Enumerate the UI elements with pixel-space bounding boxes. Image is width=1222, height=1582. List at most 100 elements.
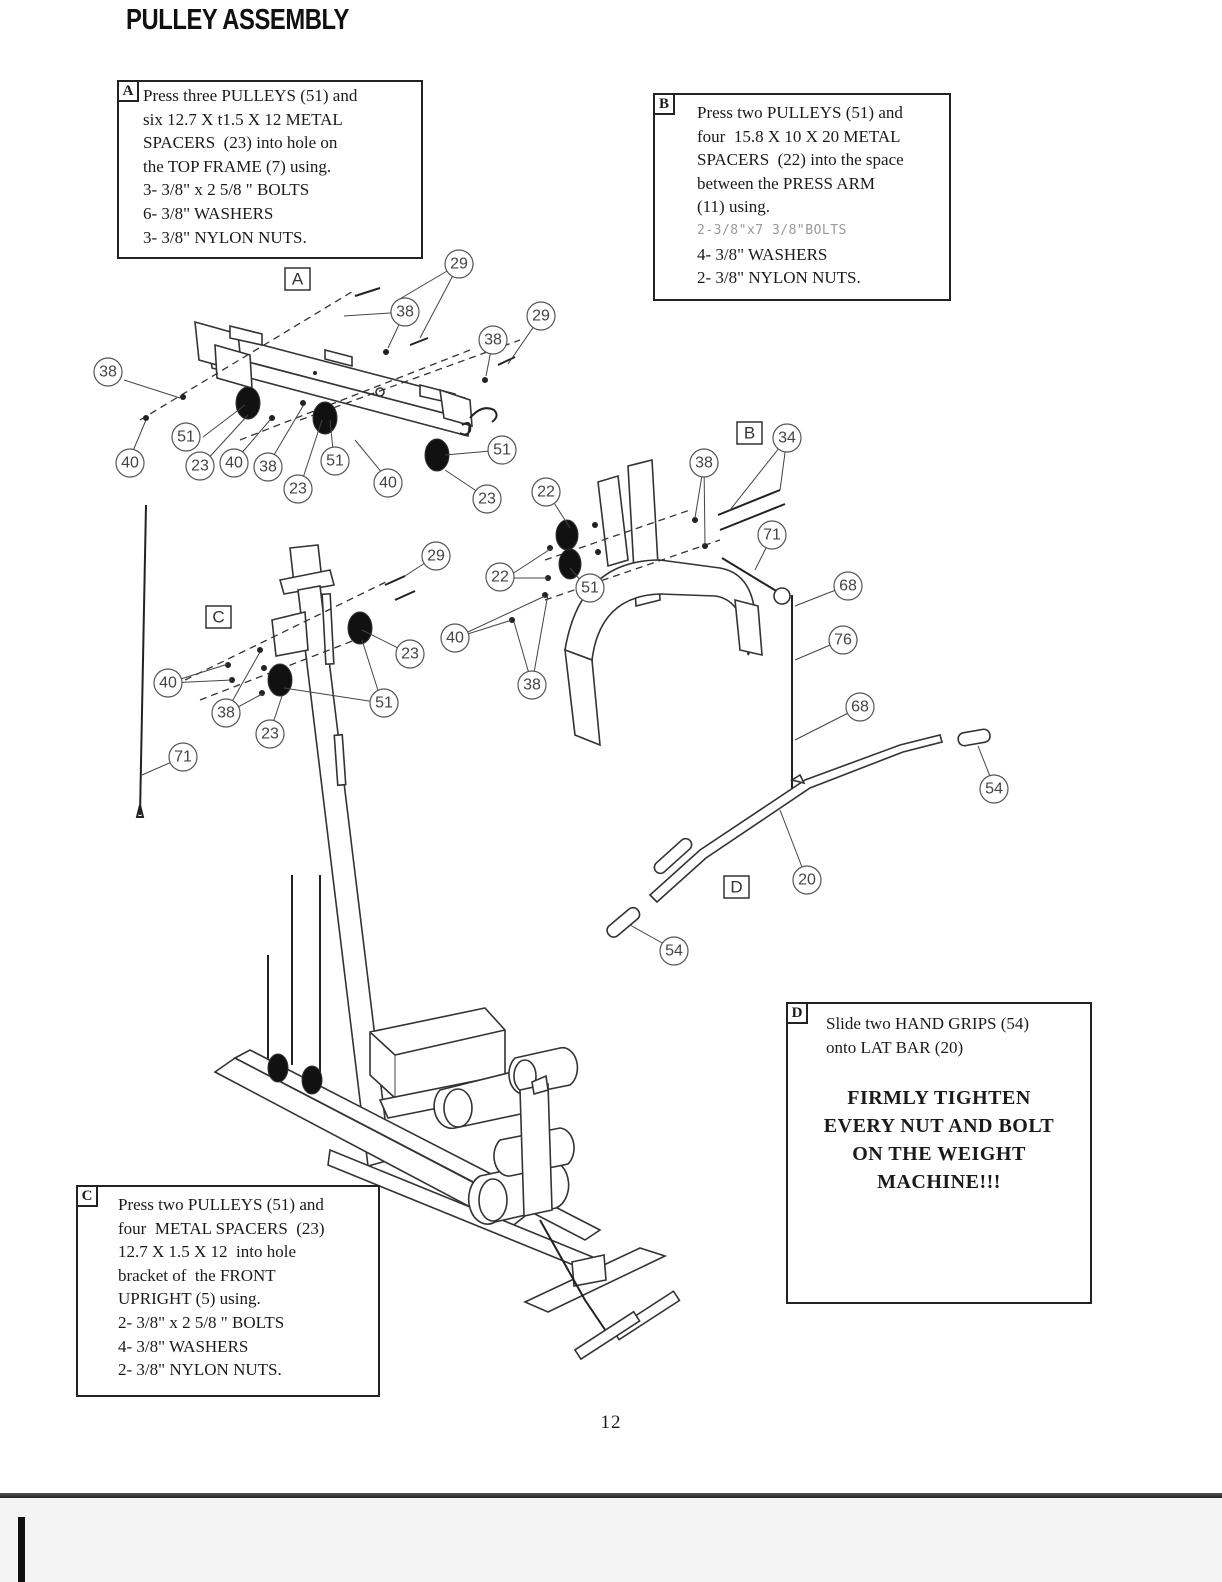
part-label: 23 [395, 639, 425, 669]
part-label: 29 [526, 301, 556, 331]
machine-base-part [213, 875, 681, 1361]
section-b-pulleys [555, 519, 582, 580]
svg-text:22: 22 [537, 484, 555, 501]
svg-text:54: 54 [985, 781, 1003, 798]
warning-line: FIRMLY TIGHTEN [847, 1087, 1031, 1109]
instruction-line: 6- 3/8" WASHERS [143, 203, 274, 223]
callout-d: D Slide two HAND GRIPS (54) onto LAT BAR… [786, 1002, 1092, 1304]
callout-tag: D [786, 1002, 808, 1024]
svg-text:51: 51 [326, 453, 344, 470]
part-label: 51 [369, 688, 399, 718]
part-label: 38 [689, 448, 719, 478]
callout-tag: C [76, 1185, 98, 1207]
callout-text: Slide two HAND GRIPS (54) onto LAT BAR (… [826, 1012, 1029, 1059]
scan-bottom-edge [0, 1493, 1222, 1582]
part-label: 51 [487, 435, 517, 465]
part-label: 38 [478, 325, 508, 355]
svg-text:76: 76 [834, 632, 852, 649]
svg-text:23: 23 [289, 481, 307, 498]
part-label: 38 [253, 452, 283, 482]
part-label: 29 [421, 541, 451, 571]
part-label: 51 [320, 446, 350, 476]
part-label: 38 [211, 698, 241, 728]
part-label: 23 [255, 719, 285, 749]
svg-text:23: 23 [478, 491, 496, 508]
instruction-line: between the PRESS ARM [697, 173, 876, 193]
part-label: 38 [517, 670, 547, 700]
svg-text:38: 38 [523, 677, 541, 694]
instruction-line: 2-3/8"x7 3/8"BOLTS [697, 222, 847, 238]
part-label: 40 [440, 623, 470, 653]
warning-line: ON THE WEIGHT [852, 1143, 1026, 1165]
instruction-line: Press two PULLEYS (51) and [697, 103, 903, 122]
top-frame-part [194, 320, 498, 438]
part-label: 22 [531, 477, 561, 507]
section-tag-a: A [284, 267, 311, 291]
part-label: 23 [283, 474, 313, 504]
svg-text:A: A [292, 270, 304, 289]
part-label: 34 [772, 423, 802, 453]
svg-text:38: 38 [484, 332, 502, 349]
instruction-line: 4- 3/8" WASHERS [697, 244, 828, 264]
svg-text:20: 20 [798, 872, 816, 889]
svg-text:40: 40 [159, 675, 177, 692]
warning-line: MACHINE!!! [877, 1171, 1001, 1193]
part-label: 76 [828, 625, 858, 655]
part-label: 38 [390, 297, 420, 327]
part-label: 51 [171, 422, 201, 452]
svg-text:68: 68 [839, 578, 857, 595]
callout-c: C Press two PULLEYS (51) and four METAL … [76, 1185, 380, 1397]
part-label: 29 [444, 249, 474, 279]
svg-text:51: 51 [493, 442, 511, 459]
part-label: 20 [792, 865, 822, 895]
part-label: 68 [845, 692, 875, 722]
section-a-bolts [143, 287, 516, 421]
part-label: 71 [168, 742, 198, 772]
svg-text:54: 54 [665, 943, 683, 960]
part-label: 23 [472, 484, 502, 514]
page-number: 12 [600, 1412, 622, 1433]
instruction-line: bracket of the FRONT [118, 1265, 276, 1285]
callout-tag: A [117, 80, 139, 102]
instruction-line: 2- 3/8" x 2 5/8 " BOLTS [118, 1312, 285, 1332]
svg-text:29: 29 [532, 308, 550, 325]
svg-text:23: 23 [191, 458, 209, 475]
section-tag-b: B [736, 421, 763, 445]
scan-rule [0, 1493, 1222, 1498]
instruction-line: SPACERS (22) into the space [697, 150, 904, 170]
section-c-dash-lines [184, 579, 391, 701]
svg-text:40: 40 [379, 475, 397, 492]
svg-text:34: 34 [778, 430, 796, 447]
instruction-line: the TOP FRAME (7) using. [143, 156, 332, 176]
svg-text:D: D [730, 878, 742, 897]
callout-text: Press two PULLEYS (51) and four METAL SP… [118, 1193, 325, 1382]
svg-text:40: 40 [121, 455, 139, 472]
section-b-bolts [509, 489, 786, 623]
svg-text:23: 23 [401, 646, 419, 663]
svg-text:29: 29 [427, 548, 445, 565]
svg-text:23: 23 [261, 726, 279, 743]
page-title: PULLEY ASSEMBLY [126, 4, 349, 36]
callout-a: A Press three PULLEYS (51) and six 12.7 … [117, 80, 423, 259]
instruction-line: six 12.7 X t1.5 X 12 METAL [143, 109, 343, 129]
lat-bar-part [606, 728, 991, 938]
svg-text:71: 71 [763, 527, 781, 544]
part-label: 38 [93, 357, 123, 387]
svg-text:38: 38 [217, 705, 235, 722]
instruction-line: four 15.8 X 10 X 20 METAL [697, 126, 901, 146]
svg-text:68: 68 [851, 699, 869, 716]
part-label: 40 [373, 468, 403, 498]
svg-text:51: 51 [177, 429, 195, 446]
callout-text: Press three PULLEYS (51) and six 12.7 X … [143, 84, 357, 249]
svg-text:B: B [744, 424, 755, 443]
svg-text:29: 29 [450, 256, 468, 273]
part-label: 51 [575, 573, 605, 603]
front-upright-part [271, 544, 391, 1168]
instruction-line: 2- 3/8" NYLON NUTS. [118, 1360, 282, 1380]
section-a-dash-lines [139, 289, 521, 441]
instruction-line: Press two PULLEYS (51) and [118, 1195, 324, 1214]
instruction-line: Slide two HAND GRIPS (54) [826, 1014, 1030, 1033]
instruction-line: SPACERS (23) into hole on [143, 133, 338, 153]
part-label: 40 [153, 668, 183, 698]
